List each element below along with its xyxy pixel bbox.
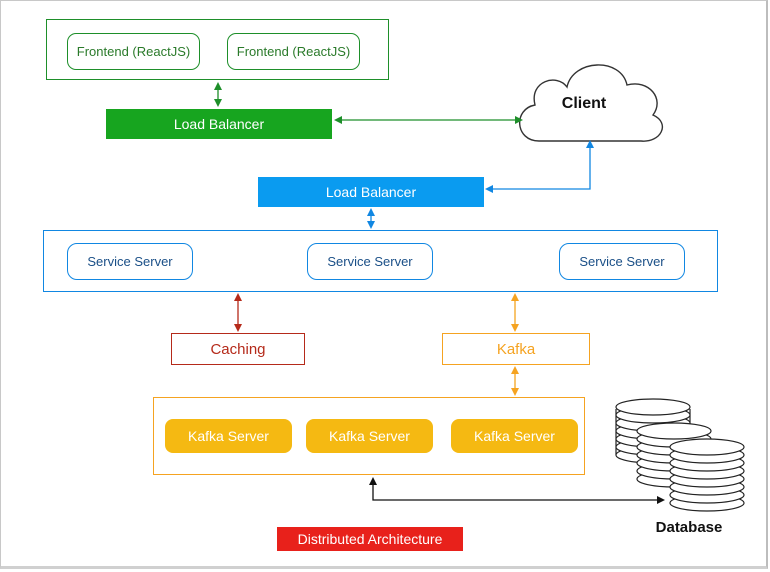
database-label: Database (655, 518, 723, 536)
service-server-node: Service Server (67, 243, 193, 280)
load-balancer-frontend: Load Balancer (106, 109, 332, 139)
cloud-icon (519, 64, 664, 142)
service-server-group: Service Server Service Server Service Se… (43, 230, 718, 292)
connector-kafka-database (369, 477, 665, 504)
database-icon (615, 398, 745, 512)
diagram-title: Distributed Architecture (277, 527, 463, 551)
frontend-node: Frontend (ReactJS) (67, 33, 200, 70)
connector-client-blue-lb (485, 140, 594, 193)
service-server-node: Service Server (559, 243, 685, 280)
kafka-server-node: Kafka Server (451, 419, 578, 453)
frontend-group: Frontend (ReactJS) Frontend (ReactJS) (46, 19, 389, 80)
load-balancer-services: Load Balancer (258, 177, 484, 207)
client-label: Client (561, 95, 607, 112)
kafka-server-node: Kafka Server (165, 419, 292, 453)
kafka-server-group: Kafka Server Kafka Server Kafka Server (153, 397, 585, 475)
service-server-node: Service Server (307, 243, 433, 280)
kafka-server-node: Kafka Server (306, 419, 433, 453)
caching-node: Caching (171, 333, 305, 365)
frontend-node: Frontend (ReactJS) (227, 33, 360, 70)
kafka-node: Kafka (442, 333, 590, 365)
